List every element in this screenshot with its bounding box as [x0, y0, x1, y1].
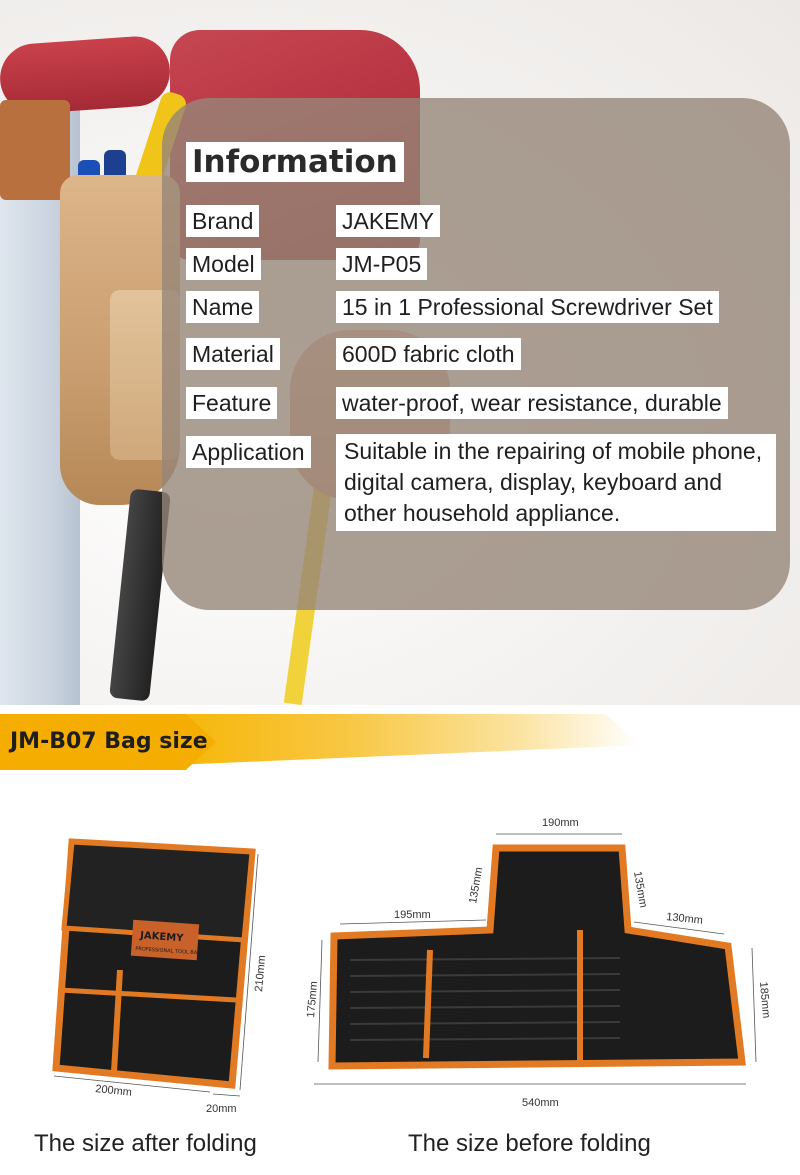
left-height-label: 175mm	[305, 981, 320, 1019]
bag-size-banner: JM-B07 Bag size	[0, 714, 800, 770]
total-width-label: 540mm	[522, 1097, 559, 1109]
right-width-dimension-line	[633, 921, 725, 935]
left-height-dimension-line	[317, 939, 323, 1063]
width-dimension-line	[53, 1075, 211, 1093]
right-height-label: 185mm	[757, 981, 772, 1019]
banner-stripe	[150, 714, 640, 766]
name-label: Name	[186, 291, 260, 323]
model-label: Model	[186, 248, 261, 280]
brand-badge-subtext: PROFESSIONAL TOOL BAG	[135, 946, 201, 957]
model-value: JM-P05	[336, 248, 428, 280]
bag-diagrams: JAKEMY PROFESSIONAL TOOL BAG 200mm 210mm…	[0, 800, 800, 1120]
feature-label: Feature	[186, 387, 278, 419]
folded-caption: The size after folding	[34, 1130, 257, 1157]
material-label: Material	[186, 338, 280, 370]
folded-width-label: 200mm	[95, 1083, 133, 1099]
brand-value: JAKEMY	[336, 205, 441, 237]
bag-diagrams-svg: JAKEMY PROFESSIONAL TOOL BAG 200mm 210mm…	[52, 817, 772, 1115]
unfolded-caption: The size before folding	[408, 1130, 651, 1157]
application-label: Application	[186, 436, 311, 468]
left-width-label: 195mm	[394, 909, 431, 921]
folded-height-label: 210mm	[253, 955, 268, 993]
leather-belt	[0, 100, 70, 200]
folded-bag-seam	[111, 969, 123, 1073]
unfolded-bag-illustration: 190mm 135mm 135mm 195mm 130mm 175mm 185m…	[305, 817, 772, 1109]
brand-badge	[130, 919, 200, 961]
material-value: 600D fabric cloth	[336, 338, 521, 370]
unfolded-bag-body	[328, 844, 746, 1070]
left-width-dimension-line	[339, 919, 487, 925]
slot-strap	[423, 949, 433, 1059]
right-width-label: 130mm	[666, 911, 704, 927]
banner-tag	[0, 714, 216, 770]
depth-dimension-line	[212, 1093, 241, 1097]
tool-slots	[349, 957, 621, 1041]
folded-bag-illustration: JAKEMY PROFESSIONAL TOOL BAG 200mm 210mm…	[52, 838, 268, 1115]
top-width-label: 190mm	[542, 817, 579, 829]
right-flap-height-label: 135mm	[631, 870, 649, 908]
brand-badge-text: JAKEMY	[139, 930, 185, 944]
banner-label: JM-B07 Bag size	[10, 729, 208, 754]
application-value: Suitable in the repairing of mobile phon…	[336, 434, 776, 531]
folded-bag-flap	[61, 839, 255, 943]
feature-value: water-proof, wear resistance, durable	[336, 387, 728, 419]
height-dimension-line	[239, 853, 259, 1091]
folded-depth-label: 20mm	[206, 1103, 237, 1115]
right-height-dimension-line	[751, 947, 757, 1063]
brand-label: Brand	[186, 205, 260, 237]
left-flap-height-label: 135mm	[467, 866, 485, 904]
name-value: 15 in 1 Professional Screwdriver Set	[336, 291, 719, 323]
folded-bag-seam	[59, 987, 237, 1003]
information-title: Information	[186, 142, 404, 182]
